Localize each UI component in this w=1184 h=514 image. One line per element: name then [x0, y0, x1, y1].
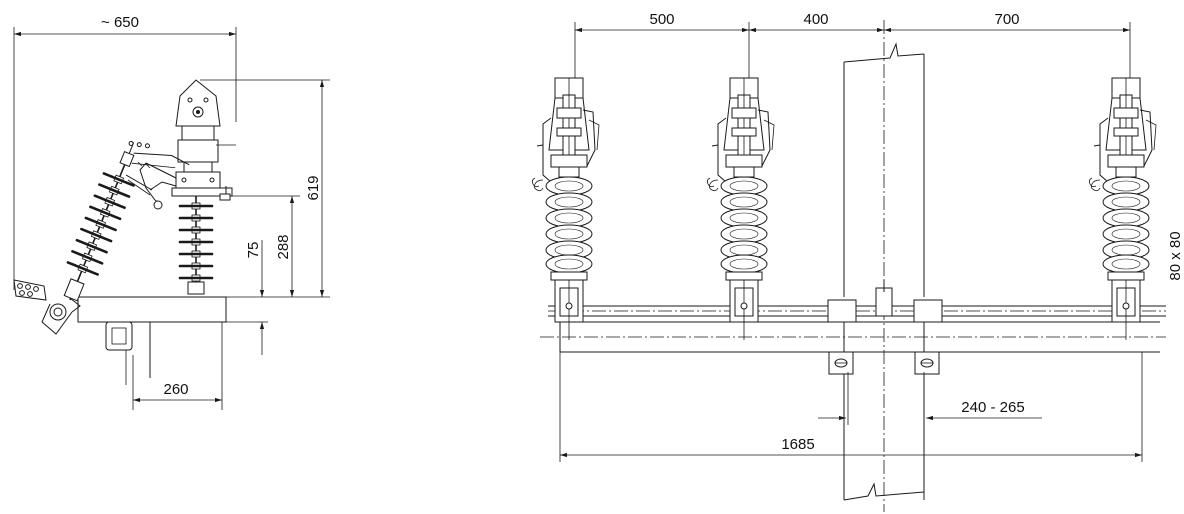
- side-terminal-clamp: [13, 279, 81, 335]
- pole-unit-right: [1089, 78, 1156, 340]
- pole-unit-left: [532, 78, 599, 340]
- dim-overall-height: 619: [305, 175, 322, 200]
- dim-beam-offset: 75: [245, 242, 262, 259]
- side-arrester: [63, 140, 190, 302]
- dim-pitch-middle: 400: [803, 11, 828, 28]
- dim-pitch-left: 500: [649, 11, 674, 28]
- dim-base-width: 260: [163, 381, 188, 398]
- pole-unit-middle: [707, 78, 774, 340]
- side-contact-head: [171, 79, 236, 201]
- dim-overall-width: ~ 650: [101, 14, 139, 31]
- front-cross-beam: [540, 280, 1166, 375]
- dim-insulator-height: 288: [275, 234, 292, 259]
- dim-total-length: 1685: [781, 436, 814, 453]
- front-mast: [843, 20, 925, 512]
- side-insulator: [178, 196, 214, 295]
- front-view: 500 400 700: [532, 11, 1184, 512]
- side-view: ~ 650 619 288 75 260: [13, 14, 330, 410]
- dim-pitch-right: 700: [994, 11, 1019, 28]
- dim-beam-section: 80 x 80: [1167, 231, 1184, 280]
- dim-clamp-range: 240 - 265: [961, 399, 1024, 416]
